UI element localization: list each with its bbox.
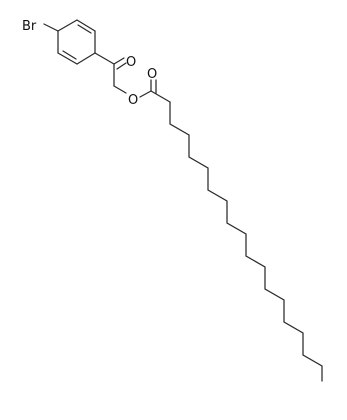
alkyl-chain [169, 101, 323, 382]
ring-to-ketone-bond [94, 52, 115, 65]
ketone-oxygen-label: O [126, 55, 136, 70]
ring-bond [76, 52, 96, 65]
ester-oxygen-label: O [128, 93, 138, 108]
bromine-bond [43, 23, 59, 32]
bromine-label: Br [22, 19, 37, 34]
ketone-double-bond [116, 62, 127, 70]
benzene-ring [57, 19, 96, 65]
ring-bond [57, 52, 78, 65]
methylene-to-ester-oxygen-bond [113, 85, 127, 94]
ring-double-bond [62, 50, 77, 60]
ketone-double-bond [113, 57, 125, 65]
alkyl-chain-bonds [169, 101, 323, 382]
ring-bond [76, 19, 96, 32]
ester-oxygen-to-carbonyl-bond [139, 90, 152, 98]
ring-double-bond [77, 24, 92, 34]
ring-bond [57, 19, 78, 32]
carbonyl-to-chain-bond [150, 90, 171, 103]
carbonyl-oxygen-label: O [147, 67, 157, 82]
